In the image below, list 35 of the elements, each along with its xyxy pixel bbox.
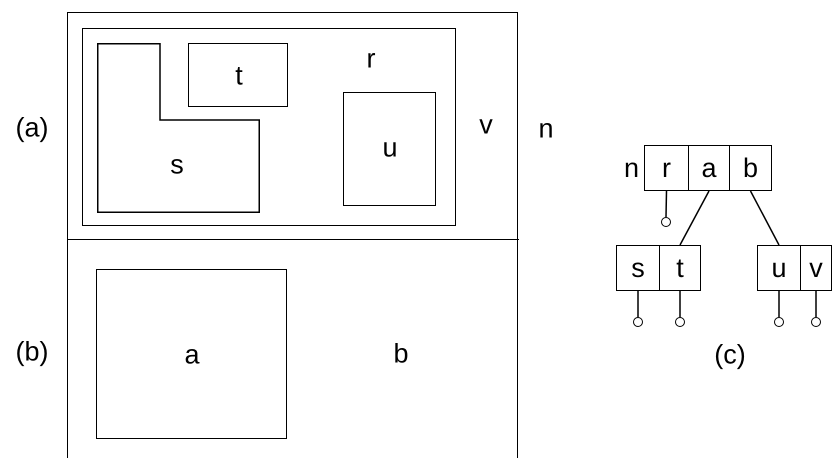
record-cell	[800, 245, 832, 291]
region-letter: r	[366, 46, 376, 72]
record-cell	[688, 145, 730, 191]
region-letter: n	[538, 116, 554, 142]
region-shape	[97, 43, 260, 213]
null-pointer-circle	[661, 217, 671, 227]
null-pointer-circle	[633, 317, 643, 327]
region-letter: v	[479, 112, 493, 138]
cell-letter: v	[809, 254, 823, 282]
cell-letter: r	[662, 154, 671, 182]
record-cell	[616, 245, 660, 291]
cell-letter: u	[771, 254, 787, 282]
cell-letter: a	[701, 154, 717, 182]
null-pointer-circle	[774, 317, 784, 327]
null-pointer-circle	[811, 317, 821, 327]
cell-letter: b	[742, 154, 758, 182]
node-name: n	[624, 155, 639, 182]
null-pointer-circle	[675, 317, 685, 327]
region-box	[188, 43, 288, 107]
record-cell	[729, 145, 772, 191]
region-letter: t	[235, 62, 243, 90]
cell-letter: t	[676, 254, 684, 282]
region-box	[343, 92, 436, 206]
panel-label: (c)	[714, 342, 746, 368]
region-letter: u	[382, 134, 398, 162]
region-box	[96, 269, 287, 439]
cell-letter: s	[631, 254, 645, 282]
panel-label: (a)	[16, 114, 48, 142]
region-letter: s	[170, 152, 184, 178]
region-letter: a	[184, 342, 200, 368]
panel-label: (b)	[16, 338, 48, 366]
region-box	[82, 28, 456, 226]
region-letter: b	[393, 340, 409, 368]
record-cell	[659, 245, 701, 291]
record-cell	[757, 245, 801, 291]
